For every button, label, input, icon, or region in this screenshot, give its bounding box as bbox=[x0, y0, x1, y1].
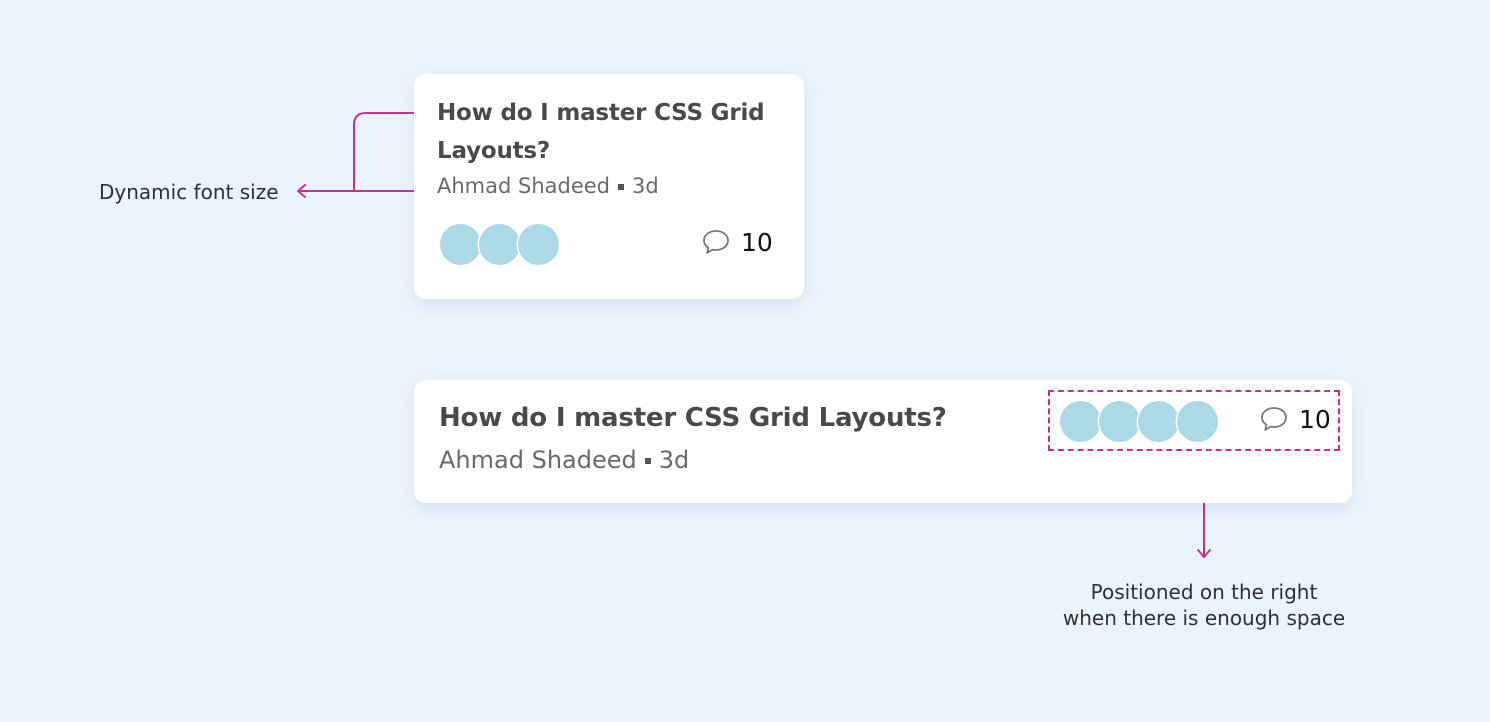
avatar[interactable] bbox=[1060, 401, 1101, 442]
font-size-arrow-head bbox=[297, 184, 306, 198]
avatar[interactable] bbox=[1138, 401, 1179, 442]
avatar[interactable] bbox=[1177, 401, 1218, 442]
comment-count: 10 bbox=[741, 227, 773, 257]
speech-bubble-icon bbox=[1259, 404, 1289, 434]
post-age: 3d bbox=[632, 174, 659, 198]
annotation-position: Positioned on the right when there is en… bbox=[1030, 579, 1378, 631]
card-wide[interactable]: How do I master CSS Grid Layouts? Ahmad … bbox=[414, 380, 1352, 503]
annotation-font-size: Dynamic font size bbox=[99, 180, 279, 204]
comment-count-button[interactable]: 10 bbox=[701, 227, 773, 257]
highlight-box bbox=[1048, 390, 1340, 451]
separator-dot bbox=[644, 458, 651, 464]
avatar-group bbox=[1060, 401, 1218, 442]
card-meta: Ahmad Shadeed 3d bbox=[439, 444, 689, 476]
separator-dot bbox=[618, 184, 625, 190]
annotation-line: when there is enough space bbox=[1062, 606, 1346, 630]
comment-count-button[interactable]: 10 bbox=[1259, 404, 1331, 434]
annotation-line: Positioned on the right bbox=[1090, 580, 1318, 604]
author-name[interactable]: Ahmad Shadeed bbox=[439, 446, 637, 474]
avatar-group bbox=[440, 224, 559, 265]
post-age: 3d bbox=[658, 446, 690, 474]
avatar[interactable] bbox=[1099, 401, 1140, 442]
avatar[interactable] bbox=[440, 224, 481, 265]
comment-count: 10 bbox=[1299, 404, 1331, 434]
card-title[interactable]: How do I master CSS Grid Layouts? bbox=[439, 403, 947, 433]
speech-bubble-icon bbox=[701, 227, 731, 257]
position-arrow-head bbox=[1197, 549, 1211, 558]
card-compact[interactable]: How do I master CSS Grid Layouts? Ahmad … bbox=[414, 74, 804, 299]
avatar[interactable] bbox=[479, 224, 520, 265]
author-name[interactable]: Ahmad Shadeed bbox=[437, 174, 611, 198]
avatar[interactable] bbox=[518, 224, 559, 265]
card-title[interactable]: How do I master CSS Grid Layouts? bbox=[437, 100, 765, 164]
card-meta: Ahmad Shadeed 3d bbox=[437, 172, 659, 200]
